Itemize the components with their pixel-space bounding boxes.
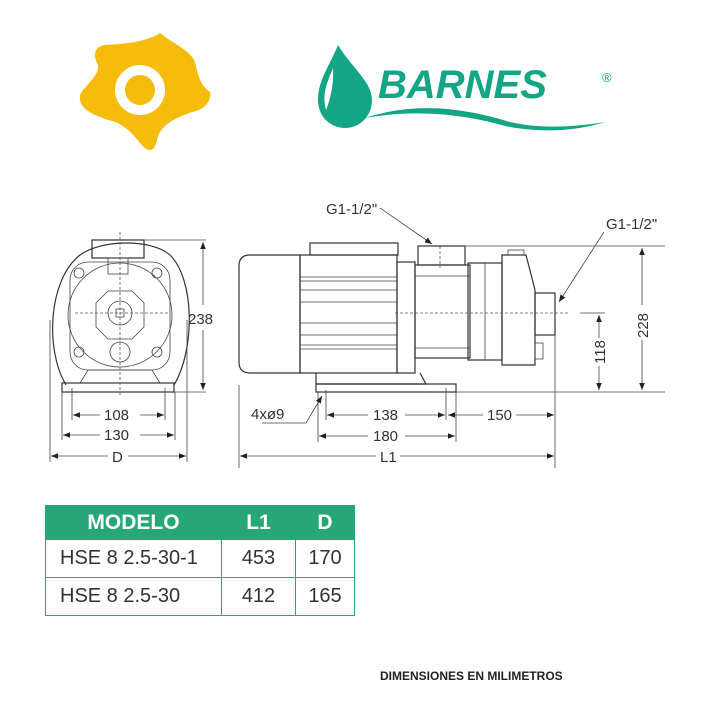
header-modelo: MODELO — [45, 505, 222, 540]
barnes-logo: BARNES ® — [318, 45, 612, 131]
dim-138: 138 — [373, 407, 398, 424]
dim-180: 180 — [373, 428, 398, 445]
dim-228: 228 — [635, 313, 652, 338]
cell-d: 165 — [295, 577, 355, 616]
dim-150: 150 — [487, 407, 512, 424]
impeller-logo — [79, 33, 211, 151]
registered-mark: ® — [602, 70, 612, 85]
holes-label: 4xø9 — [251, 406, 284, 423]
dim-d: D — [112, 449, 123, 466]
dim-108: 108 — [104, 407, 129, 424]
table-row: HSE 8 2.5-30 412 165 — [45, 577, 355, 616]
cell-model: HSE 8 2.5-30 — [45, 577, 222, 616]
dim-238: 238 — [188, 311, 213, 328]
cell-model: HSE 8 2.5-30-1 — [45, 539, 222, 578]
dim-118: 118 — [592, 340, 609, 364]
table-row: HSE 8 2.5-30-1 453 170 — [45, 539, 355, 578]
cell-l1: 412 — [221, 577, 296, 616]
table-header: MODELO L1 D — [45, 505, 355, 540]
dim-l1: L1 — [380, 449, 397, 466]
inlet-label: G1-1/2" — [326, 201, 377, 218]
front-view: 238 108 130 D — [49, 232, 213, 466]
dim-130: 130 — [104, 427, 129, 444]
cell-l1: 453 — [221, 539, 296, 578]
header-d: D — [295, 505, 355, 540]
side-view: 228 118 138 150 180 L1 4xø9 G1-1/2" G1-1… — [238, 201, 665, 468]
models-table: MODELO L1 D HSE 8 2.5-30-1 453 170 HSE 8… — [45, 505, 355, 616]
outlet-label: G1-1/2" — [606, 216, 657, 233]
units-note: DIMENSIONES EN MILIMETROS — [380, 669, 563, 683]
brand-name: BARNES — [378, 63, 547, 107]
cell-d: 170 — [295, 539, 355, 578]
header-l1: L1 — [221, 505, 296, 540]
